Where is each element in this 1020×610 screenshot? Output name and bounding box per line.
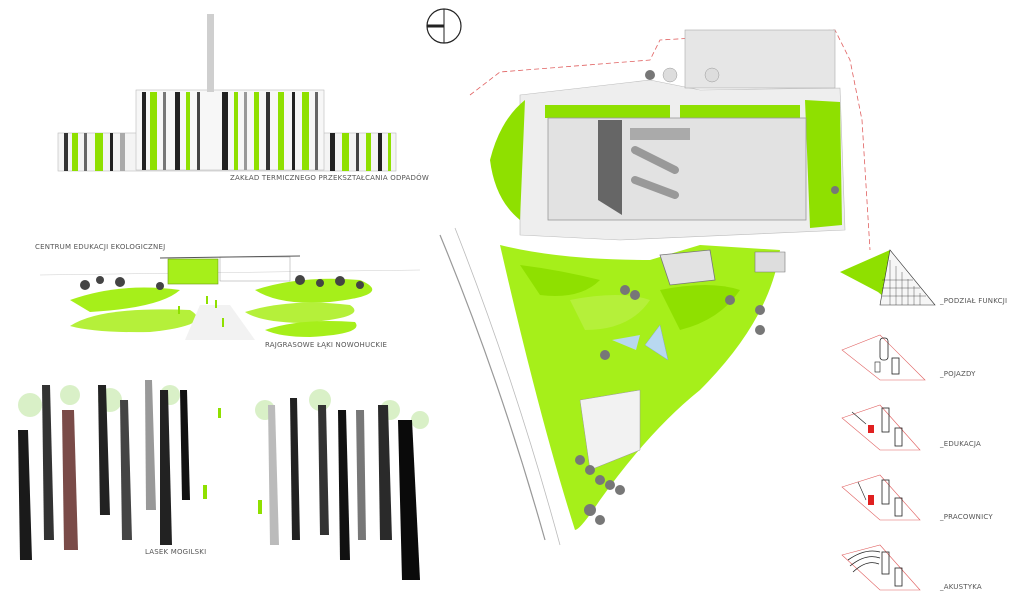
vehicles-diagram — [841, 334, 926, 381]
education-centre-building — [659, 249, 716, 286]
incinerator-label: ZAKŁAD TERMICZNEGO PRZEKSZTAŁCANIA ODPAD… — [230, 174, 429, 182]
grove-label: LASEK MOGILSKI — [145, 548, 207, 556]
legend-item-function-division: _PODZIAŁ FUNKCJI — [940, 297, 1008, 305]
staff-diagram — [841, 474, 921, 521]
education-centre-label: CENTRUM EDUKACJI EKOLOGICZNEJ — [35, 243, 166, 251]
meadows-label: RAJGRASOWE ŁĄKI NOWOHUCKIE — [265, 341, 388, 349]
legend-item-education: _EDUKACJA — [940, 440, 981, 448]
facade-tree-strips — [64, 92, 391, 171]
education-diagram — [841, 404, 921, 451]
perspective-people — [178, 296, 224, 327]
legend-item-vehicles: _POJAZDY — [940, 370, 976, 378]
grove-illustration — [18, 380, 429, 580]
function-division-diagram — [840, 249, 936, 306]
legend-item-acoustics: _AKUSTYKA — [940, 583, 982, 591]
north-arrow — [426, 8, 462, 44]
acoustics-diagram — [841, 544, 921, 591]
plan-trees — [575, 70, 839, 525]
meadows-perspective — [39, 255, 421, 340]
perspective-trees — [80, 275, 364, 290]
legend-diagrams — [840, 249, 936, 591]
legend-item-staff: _PRACOWNICY — [940, 513, 993, 521]
site-plan — [426, 8, 871, 546]
incinerator-elevation — [57, 14, 397, 172]
